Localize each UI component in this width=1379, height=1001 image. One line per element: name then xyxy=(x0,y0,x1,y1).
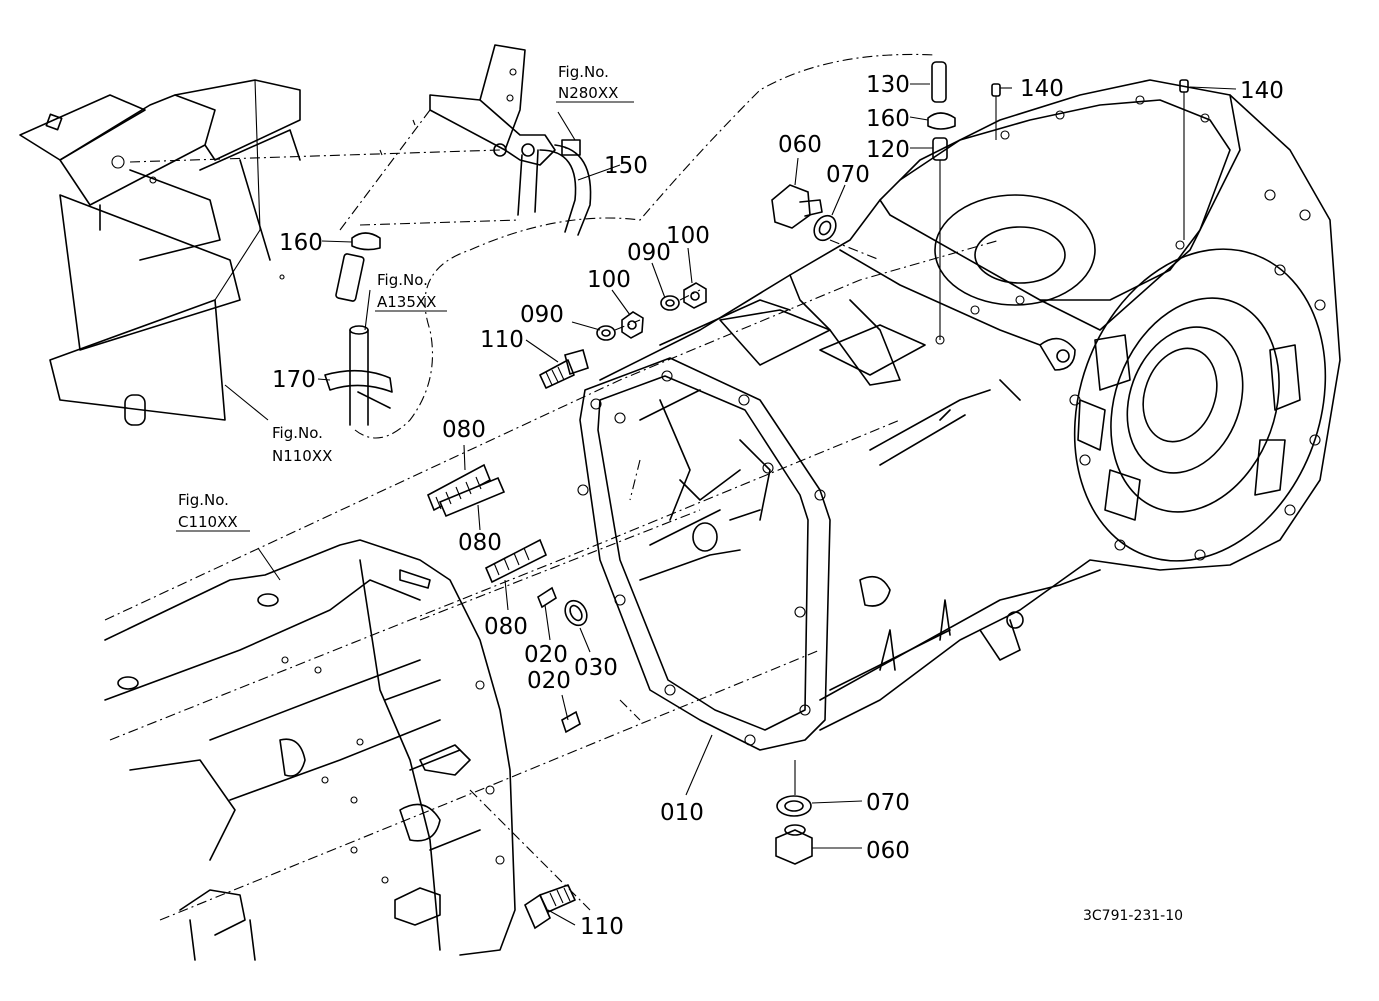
rear-frame-assembly xyxy=(19,79,301,426)
bolt-upper xyxy=(539,349,589,389)
fig-ref-c110xx: Fig.No. C110XX xyxy=(176,491,250,532)
callout-label: 080 xyxy=(484,614,528,640)
callout-label: 020 xyxy=(524,642,568,668)
leader-lines xyxy=(224,83,1237,926)
bottom-plug-and-seal xyxy=(775,760,813,865)
front-case-holes xyxy=(281,656,505,884)
callout-label: 160 xyxy=(866,106,910,132)
callout-label: 140 xyxy=(1240,78,1284,104)
callout-label: 090 xyxy=(627,240,671,266)
fig-ref-number: A135XX xyxy=(377,293,436,311)
callout-label: 080 xyxy=(458,530,502,556)
callout-label: 060 xyxy=(866,838,910,864)
callout-label: 070 xyxy=(826,162,870,188)
fig-ref-a135xx: Fig.No. A135XX xyxy=(375,271,447,312)
callout-label: 160 xyxy=(279,230,323,256)
callout-label: 080 xyxy=(442,417,486,443)
fig-ref-n280xx: Fig.No. N280XX xyxy=(556,63,634,103)
drawing-code: 3C791-231-10 xyxy=(1083,908,1183,924)
breather-hose-assembly xyxy=(324,53,936,439)
callout-label: 010 xyxy=(660,800,704,826)
top-pin-parts xyxy=(927,61,1189,340)
transmission-case xyxy=(599,79,1341,731)
callout-labels: 130 140 140 160 120 060 070 150 160 100 … xyxy=(272,72,1284,940)
pins-and-oring xyxy=(537,586,588,734)
fig-ref-number: N110XX xyxy=(272,447,332,465)
callout-label: 150 xyxy=(604,153,648,179)
callout-label: 140 xyxy=(1020,76,1064,102)
front-case xyxy=(104,539,516,961)
callout-label: 070 xyxy=(866,790,910,816)
studs-washers-nuts xyxy=(596,282,707,341)
callout-label: 170 xyxy=(272,367,316,393)
fig-ref-n110xx: Fig.No. N110XX xyxy=(272,424,332,465)
callout-label: 110 xyxy=(580,914,624,940)
fig-ref-label: Fig.No. xyxy=(272,424,323,442)
fig-ref-label: Fig.No. xyxy=(558,63,609,81)
callout-label: 060 xyxy=(778,132,822,158)
top-plug-and-seal xyxy=(771,184,881,261)
fig-ref-number: C110XX xyxy=(178,513,238,531)
assembly-center-lines xyxy=(104,239,1001,921)
callout-label: 110 xyxy=(480,327,524,353)
callout-label: 130 xyxy=(866,72,910,98)
callout-label: 090 xyxy=(520,302,564,328)
fig-ref-number: N280XX xyxy=(558,84,618,102)
callout-label: 020 xyxy=(527,668,571,694)
callout-label: 030 xyxy=(574,655,618,681)
callout-label: 100 xyxy=(666,223,710,249)
gasket-holes xyxy=(577,370,826,746)
studs xyxy=(426,463,548,584)
fig-ref-label: Fig.No. xyxy=(178,491,229,509)
case-gasket-010 xyxy=(577,357,831,751)
oil-pipe-bracket xyxy=(129,44,592,236)
callout-label: 120 xyxy=(866,137,910,163)
bolt-lower xyxy=(523,884,576,930)
case-bolt-holes xyxy=(935,95,1326,561)
callout-label: 100 xyxy=(587,267,631,293)
fig-ref-label: Fig.No. xyxy=(377,271,428,289)
